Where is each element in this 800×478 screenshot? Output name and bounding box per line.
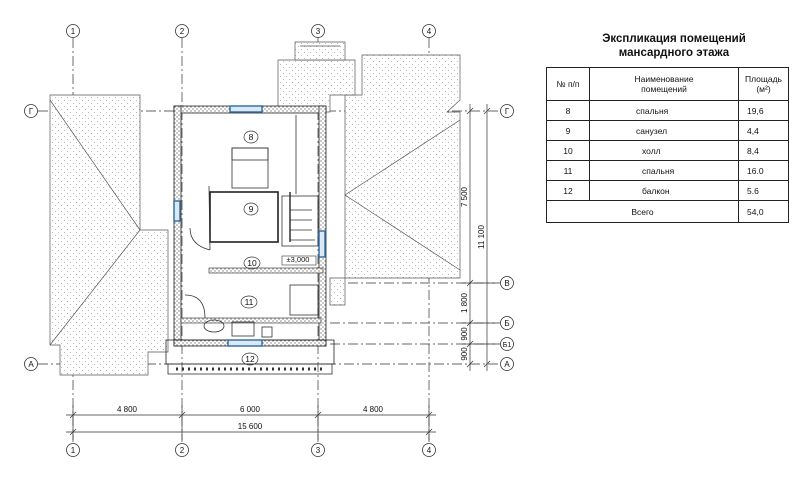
axis-label-g-right: Г: [505, 107, 510, 116]
row-num: 12: [546, 180, 590, 201]
axis-label-a-left: А: [28, 360, 34, 369]
row-area: 16.0: [738, 160, 789, 181]
staircase: [281, 195, 319, 247]
header-name-line1: Наименование: [634, 74, 694, 84]
header-name: Наименование помещений: [589, 67, 739, 101]
header-name-line2: помещений: [641, 84, 687, 94]
axis-label-1-bottom: 1: [71, 446, 76, 455]
room-label-10: 10: [247, 258, 257, 268]
total-label: Всего: [546, 200, 739, 223]
row-area: 4,4: [738, 120, 789, 141]
row-name: балкон: [589, 180, 739, 201]
table-row: 9 санузел 4,4: [546, 120, 789, 141]
room-label-9: 9: [249, 204, 254, 214]
table-row: 10 холл 8,4: [546, 140, 789, 161]
explication-title-line1: Экспликация помещений: [602, 33, 746, 45]
header-area: Площадь (м²): [738, 67, 789, 101]
chimney: [294, 41, 346, 61]
dim-span-3-4: 4 800: [363, 405, 384, 414]
row-area: 19,6: [738, 100, 789, 121]
axis-label-1-top: 1: [71, 27, 76, 36]
row-name: холл: [589, 140, 739, 161]
room-label-12: 12: [245, 354, 255, 364]
axis-label-a-right: А: [504, 360, 510, 369]
dim-span-1-2: 4 800: [117, 405, 138, 414]
row-num: 11: [546, 160, 590, 181]
room-label-8: 8: [249, 132, 254, 142]
axis-label-2-top: 2: [180, 27, 185, 36]
table-row: 12 балкон 5.6: [546, 180, 789, 201]
axis-label-g-left: Г: [29, 107, 34, 116]
table-total-row: Всего 54,0: [546, 200, 789, 223]
axis-label-v: В: [504, 279, 509, 288]
row-num: 10: [546, 140, 590, 161]
row-name: спальня: [589, 160, 739, 181]
table-row: 8 спальня 19,6: [546, 100, 789, 121]
row-num: 9: [546, 120, 590, 141]
roof-left: [49, 94, 169, 376]
axis-label-b: Б: [504, 319, 509, 328]
explication-title-line2: мансардного этажа: [618, 47, 730, 59]
axis-label-2-bottom: 2: [180, 446, 185, 455]
row-name: спальня: [589, 100, 739, 121]
dim-right-a: 900: [460, 347, 469, 361]
dim-right-b1: 900: [460, 327, 469, 341]
dim-right-mid: 1 800: [460, 292, 469, 313]
axis-label-3-top: 3: [316, 27, 321, 36]
table-header-row: № п/п Наименование помещений Площадь (м²…: [546, 67, 789, 101]
row-name: санузел: [589, 120, 739, 141]
explication-table: № п/п Наименование помещений Площадь (м²…: [546, 67, 789, 223]
header-num: № п/п: [546, 67, 590, 101]
total-area: 54,0: [738, 200, 789, 223]
balcony-railing: [167, 363, 333, 375]
axis-label-4-bottom: 4: [427, 446, 432, 455]
header-area-line2: (м²): [756, 84, 771, 94]
dim-right-top: 7 500: [460, 186, 469, 207]
room-label-11: 11: [245, 297, 254, 307]
dim-total-bottom: 15 600: [238, 422, 263, 431]
axis-label-4-top: 4: [427, 27, 432, 36]
row-area: 8,4: [738, 140, 789, 161]
dim-right-total: 11 100: [477, 225, 486, 249]
dim-span-2-3: 6 000: [240, 405, 261, 414]
table-row: 11 спальня 16.0: [546, 160, 789, 181]
header-area-line1: Площадь: [744, 74, 782, 84]
bathroom-block: [209, 191, 279, 243]
row-area: 5.6: [738, 180, 789, 201]
level-mark: ±3,000: [287, 255, 310, 264]
row-num: 8: [546, 100, 590, 121]
axis-label-b1: Б1: [503, 342, 512, 349]
roof-top: [277, 59, 356, 113]
axis-label-3-bottom: 3: [316, 446, 321, 455]
